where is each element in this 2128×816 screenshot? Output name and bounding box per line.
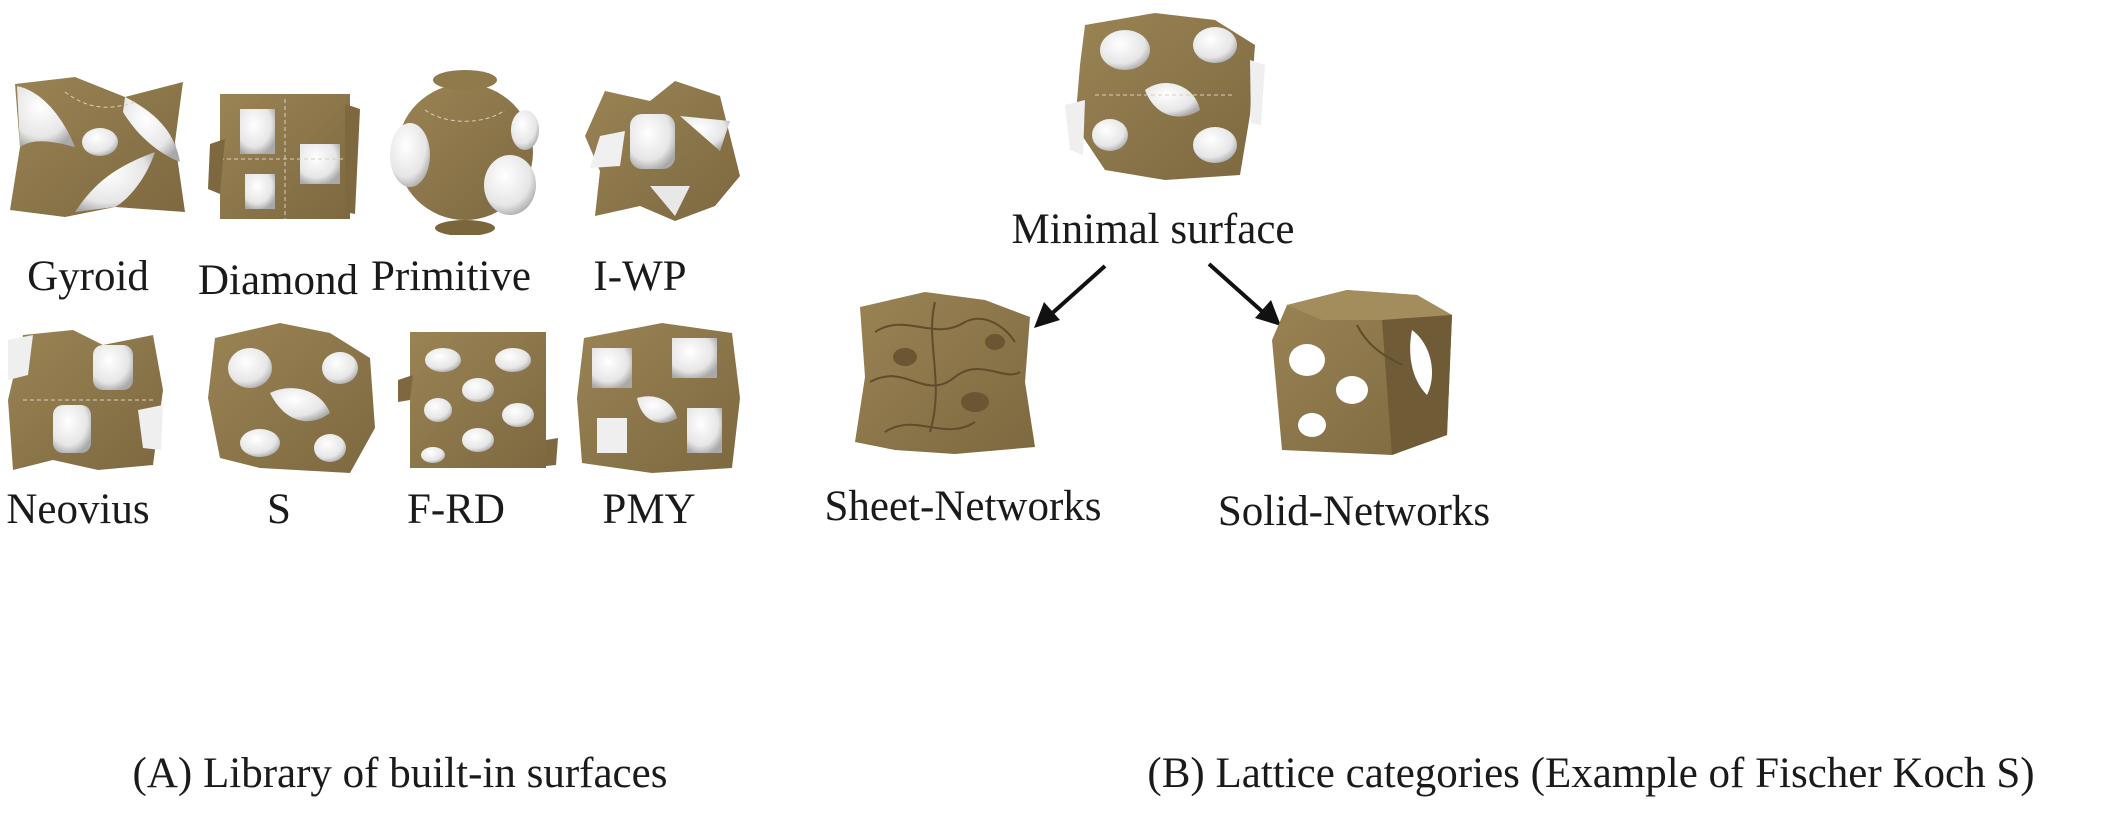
- surface-label-pmy: PMY: [602, 486, 696, 533]
- surface-label-diamond: Diamond: [197, 257, 359, 304]
- surface-label-s: S: [267, 486, 291, 533]
- diamond-surface-icon: [208, 94, 360, 219]
- minimal-surface-icon: [1065, 13, 1265, 180]
- s-surface-icon: [208, 323, 375, 473]
- surface-label-neovius: Neovius: [6, 486, 150, 533]
- pmy-surface-icon: [577, 323, 740, 473]
- sheet-networks-label: Sheet-Networks: [824, 483, 1102, 530]
- surface-label-iwp: I-WP: [593, 253, 687, 300]
- surface-label-frd: F-RD: [407, 486, 505, 533]
- gyroid-surface-icon: [10, 77, 185, 217]
- arrow-to-solid-networks: [1207, 262, 1281, 326]
- minimal-surface-label: Minimal surface: [1011, 206, 1295, 253]
- neovius-surface-icon: [8, 330, 163, 470]
- primitive-surface-icon: [390, 70, 539, 235]
- arrow-to-sheet-networks: [1034, 264, 1107, 328]
- frd-surface-icon: [398, 332, 558, 468]
- surface-label-primitive: Primitive: [370, 253, 532, 300]
- iwp-surface-icon: [585, 81, 740, 221]
- panel-b-caption: (B) Lattice categories (Example of Fisch…: [1147, 750, 2035, 797]
- solid-networks-label: Solid-Networks: [1217, 488, 1491, 535]
- sheet-network-icon: [855, 292, 1035, 454]
- surface-label-gyroid: Gyroid: [27, 253, 149, 300]
- panel-a-caption: (A) Library of built-in surfaces: [132, 750, 668, 797]
- solid-network-icon: [1272, 290, 1452, 455]
